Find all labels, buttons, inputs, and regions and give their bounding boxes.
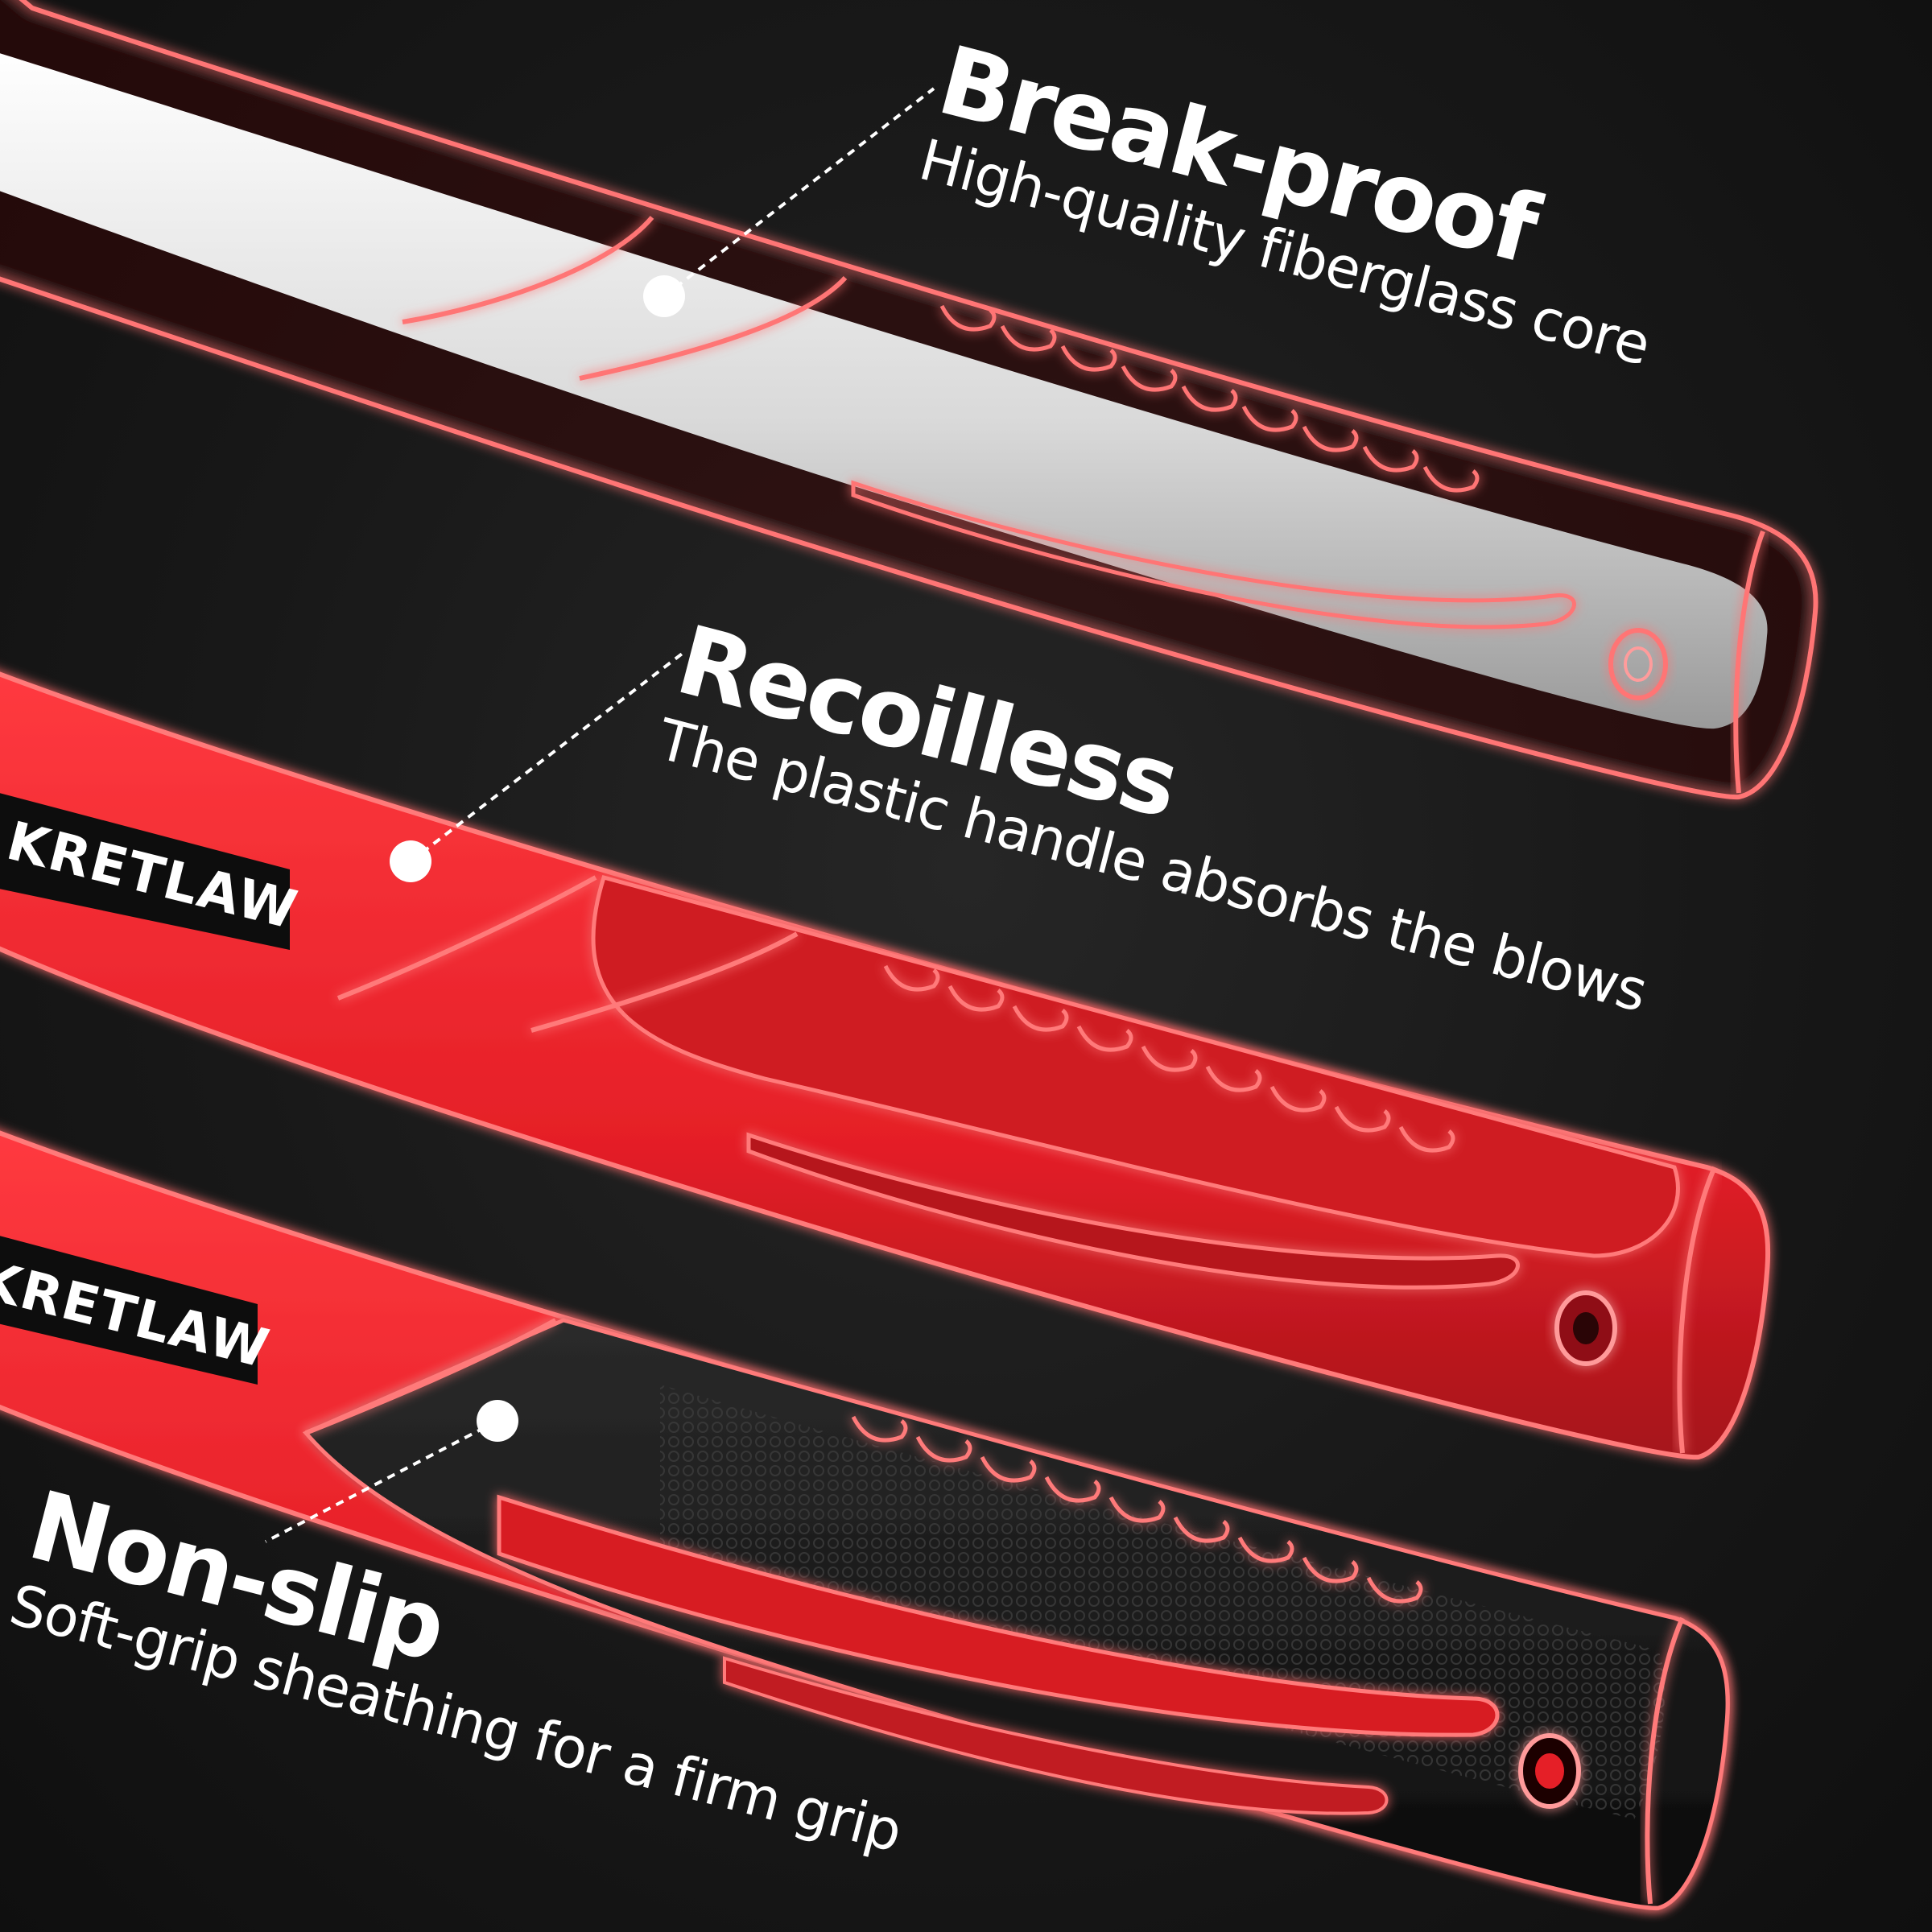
handle-1-ridges [939,304,1480,493]
handle-3-ridges [851,1415,1423,1604]
handle-plastic: KRETLAW [0,671,1771,1460]
handle-2-grip-edge [336,875,597,1001]
callout-dot-break-proof [643,275,685,317]
handle-fiberglass [0,0,1818,800]
handle-1-grip-edge [402,216,654,324]
handle-1-grip-edge-2 [579,275,848,381]
handle-3-grip-edge [304,1318,557,1435]
callout-dot-non-slip [477,1400,518,1442]
handle-3-endcap [1645,1616,1685,1905]
callout-dot-recoilless [390,840,431,882]
handle-2-endcap [1677,1166,1717,1454]
handle-3-red-inlay [497,1494,1500,1737]
handle-2-ridges [883,964,1455,1153]
handle-2-lanyard-hole [1554,1290,1617,1366]
handle-1-groove [851,480,1576,630]
fiberglass-core [0,53,1768,729]
leader-line-break-proof [643,87,935,317]
handle-soft-grip: KRETLAW [0,1130,1731,1911]
handle-3-red-inlay-2 [723,1656,1389,1815]
handle-1-endcap [1733,530,1765,794]
leader-line-recoilless [390,650,686,882]
handle-2-grip-edge-2 [530,931,799,1033]
handle-2-grip-overlay [591,874,1680,1258]
handle-1-lanyard-hole [1608,628,1668,700]
handle-3-lanyard-hole [1518,1733,1581,1809]
leader-line-non-slip [265,1400,518,1543]
handle-2-groove [746,1132,1520,1290]
